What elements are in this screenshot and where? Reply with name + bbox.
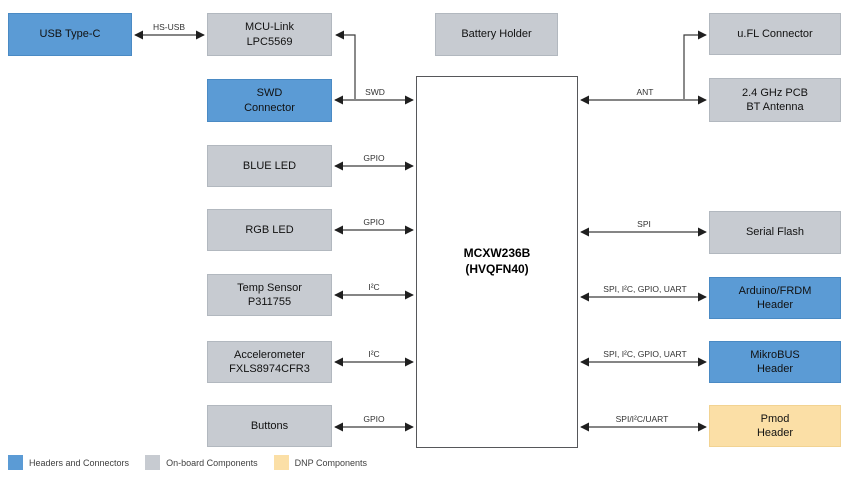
block-arduino-frdm-header: Arduino/FRDM Header <box>709 277 841 319</box>
legend-swatch-dnp-components <box>273 455 289 470</box>
wire-label-gpio-rgb-led: GPIO <box>363 217 385 227</box>
block-label: u.FL Connector <box>737 27 813 40</box>
block-mikrobus-header: MikroBUS Header <box>709 341 841 383</box>
legend: Headers and Connectors On-board Componen… <box>8 455 367 470</box>
block-ufl-connector: u.FL Connector <box>709 13 841 55</box>
block-label: MCXW236B (HVQFN40) <box>463 246 531 276</box>
block-battery-holder: Battery Holder <box>435 13 558 56</box>
wire-label-gpio-buttons: GPIO <box>363 414 385 424</box>
wire-label-mikrobus-bus: SPI, I²C, GPIO, UART <box>603 349 687 359</box>
legend-swatch-headers-connectors <box>8 455 23 470</box>
block-pmod-header: Pmod Header <box>709 405 841 447</box>
block-label: Arduino/FRDM Header <box>738 284 812 311</box>
legend-item-headers-connectors: Headers and Connectors <box>8 455 129 470</box>
wire-label-swd: SWD <box>365 87 385 97</box>
block-temp-sensor: Temp Sensor P311755 <box>207 274 332 316</box>
block-mcu-mcxw236b: MCXW236B (HVQFN40) <box>416 76 578 448</box>
block-label: 2.4 GHz PCB BT Antenna <box>741 86 809 113</box>
block-mcu-link: MCU-Link LPC5569 <box>207 13 332 56</box>
legend-label: On-board Components <box>166 457 258 468</box>
wire-swd-branch-mcu-link <box>335 30 356 99</box>
block-swd-connector: SWD Connector <box>207 79 332 122</box>
legend-swatch-onboard-components <box>145 455 161 470</box>
block-usb-type-c: USB Type-C <box>8 13 132 56</box>
block-serial-flash: Serial Flash <box>709 211 841 254</box>
legend-label: Headers and Connectors <box>29 457 130 468</box>
block-blue-led: BLUE LED <box>207 145 332 187</box>
block-label: USB Type-C <box>39 28 101 41</box>
block-accelerometer: Accelerometer FXLS8974CFR3 <box>207 341 332 383</box>
block-label: SWD Connector <box>244 87 295 114</box>
block-label: Temp Sensor P311755 <box>237 281 302 308</box>
block-label: Pmod Header <box>756 412 794 439</box>
block-label: Serial Flash <box>745 226 805 239</box>
wire-label-pmod-bus: SPI/I²C/UART <box>615 414 669 424</box>
block-label: RGB LED <box>245 223 294 236</box>
block-label: BLUE LED <box>242 159 297 172</box>
wire-label-gpio-blue-led: GPIO <box>363 153 385 163</box>
block-buttons: Buttons <box>207 405 332 447</box>
block-label: Buttons <box>250 419 289 432</box>
block-label: MCU-Link LPC5569 <box>245 21 294 48</box>
wire-label-i2c-temp-sensor: I²C <box>368 282 380 292</box>
wire-label-ant: ANT <box>636 87 654 97</box>
legend-label: DNP Components <box>294 457 367 468</box>
wire-label-i2c-accelerometer: I²C <box>368 349 380 359</box>
wire-ant-branch-ufl <box>683 30 707 99</box>
wire-label-hs-usb: HS-USB <box>152 22 186 32</box>
block-label: Battery Holder <box>461 28 532 41</box>
block-label: MikroBUS Header <box>750 348 800 375</box>
legend-item-dnp-components: DNP Components <box>273 455 367 470</box>
block-rgb-led: RGB LED <box>207 209 332 251</box>
block-bt-antenna: 2.4 GHz PCB BT Antenna <box>709 78 841 122</box>
wire-label-arduino-bus: SPI, I²C, GPIO, UART <box>603 284 687 294</box>
block-label: Accelerometer FXLS8974CFR3 <box>229 348 310 375</box>
legend-item-onboard-components: On-board Components <box>145 455 258 470</box>
wire-label-spi: SPI <box>637 219 651 229</box>
